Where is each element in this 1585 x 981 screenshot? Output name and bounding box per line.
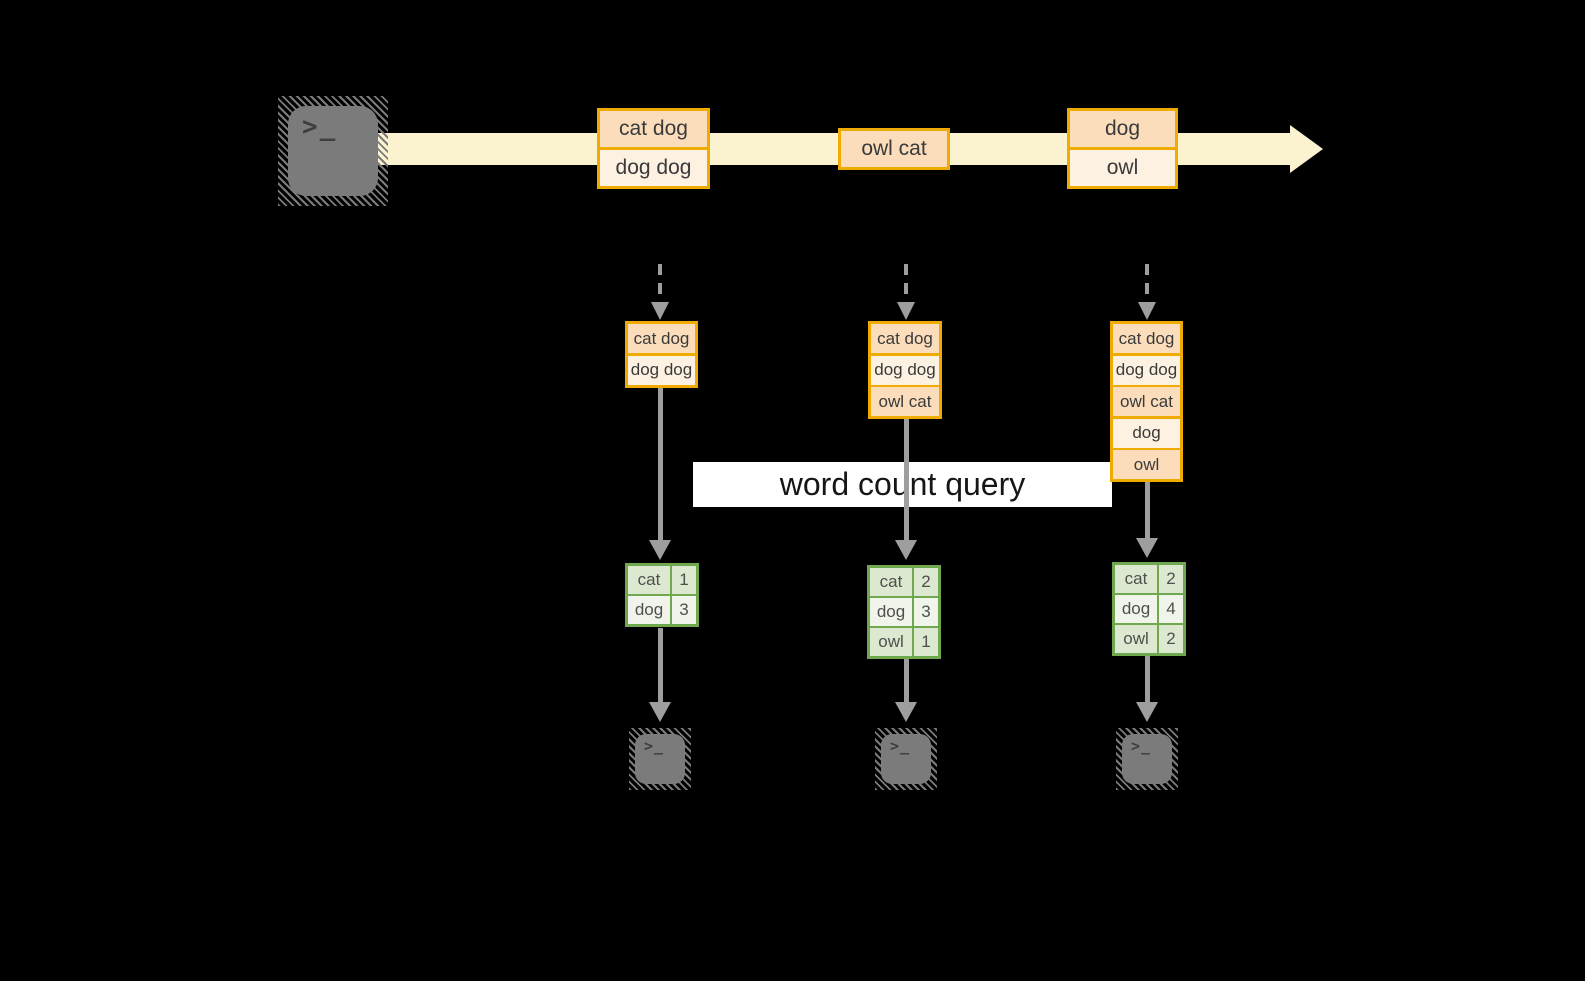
terminal-prompt-glyph: >_ bbox=[1131, 737, 1152, 755]
terminal-consumer-body: >_ bbox=[881, 734, 931, 784]
count-table-1: cat 1 dog 3 bbox=[625, 563, 699, 627]
ingest-arrow-line bbox=[658, 264, 662, 302]
terminal-producer-body: >_ bbox=[288, 106, 378, 196]
terminal-prompt-glyph: >_ bbox=[302, 112, 338, 142]
count-value-cell: 4 bbox=[1159, 595, 1183, 623]
ingest-arrow-line bbox=[1145, 264, 1149, 302]
result-arrowhead-icon bbox=[1136, 702, 1158, 722]
query-arrowhead-icon bbox=[895, 540, 917, 560]
query-arrow-line bbox=[904, 419, 909, 542]
query-arrow-line bbox=[658, 387, 663, 542]
ingest-arrow-line bbox=[904, 264, 908, 302]
result-arrow-line bbox=[904, 659, 909, 704]
result-arrow-line bbox=[1145, 656, 1150, 704]
count-word-cell: cat bbox=[628, 566, 670, 594]
terminal-prompt-glyph: >_ bbox=[890, 737, 911, 755]
terminal-prompt-glyph: >_ bbox=[644, 737, 665, 755]
query-band: word count query bbox=[693, 462, 1112, 507]
stream-message-batch-3: dog owl bbox=[1067, 108, 1178, 189]
stream-message-row: dog dog bbox=[600, 150, 707, 186]
count-word-cell: cat bbox=[870, 568, 912, 596]
count-value-cell: 2 bbox=[1159, 565, 1183, 593]
result-arrowhead-icon bbox=[649, 702, 671, 722]
state-row: cat dog bbox=[628, 324, 695, 353]
stream-message-row: owl bbox=[1070, 150, 1175, 186]
state-row: dog dog bbox=[1113, 355, 1180, 385]
count-word-cell: cat bbox=[1115, 565, 1157, 593]
state-row: owl cat bbox=[1113, 387, 1180, 416]
count-table-2: cat 2 dog 3 owl 1 bbox=[867, 565, 941, 659]
state-row: dog bbox=[1113, 418, 1180, 448]
state-box-3: cat dog dog dog owl cat dog owl bbox=[1110, 321, 1183, 482]
terminal-consumer-body: >_ bbox=[635, 734, 685, 784]
stream-message-row: owl cat bbox=[841, 131, 947, 167]
count-word-cell: owl bbox=[1115, 625, 1157, 653]
stream-message-row: cat dog bbox=[600, 111, 707, 147]
count-value-cell: 3 bbox=[914, 598, 938, 626]
query-arrowhead-icon bbox=[649, 540, 671, 560]
count-word-cell: owl bbox=[870, 628, 912, 656]
state-box-2: cat dog dog dog owl cat bbox=[868, 321, 942, 419]
count-word-cell: dog bbox=[628, 596, 670, 624]
stream-message-row: dog bbox=[1070, 111, 1175, 147]
state-row: cat dog bbox=[871, 324, 939, 353]
ingest-arrowhead-icon bbox=[1138, 302, 1156, 320]
count-value-cell: 2 bbox=[914, 568, 938, 596]
state-row: owl bbox=[1113, 450, 1180, 479]
result-arrowhead-icon bbox=[895, 702, 917, 722]
query-arrowhead-icon bbox=[1136, 538, 1158, 558]
terminal-consumer-body: >_ bbox=[1122, 734, 1172, 784]
terminal-consumer-icon: >_ bbox=[1116, 728, 1178, 790]
stream-timeline-arrowhead-icon bbox=[1290, 125, 1323, 173]
query-label: word count query bbox=[779, 466, 1026, 502]
state-row: owl cat bbox=[871, 387, 939, 416]
stream-message-batch-2: owl cat bbox=[838, 128, 950, 170]
count-value-cell: 2 bbox=[1159, 625, 1183, 653]
ingest-arrowhead-icon bbox=[897, 302, 915, 320]
stream-message-batch-1: cat dog dog dog bbox=[597, 108, 710, 189]
state-row: dog dog bbox=[628, 355, 695, 385]
state-box-1: cat dog dog dog bbox=[625, 321, 698, 388]
query-arrow-line bbox=[1145, 482, 1150, 540]
count-word-cell: dog bbox=[1115, 595, 1157, 623]
count-value-cell: 1 bbox=[672, 566, 696, 594]
result-arrow-line bbox=[658, 628, 663, 704]
terminal-consumer-icon: >_ bbox=[629, 728, 691, 790]
state-row: dog dog bbox=[871, 355, 939, 385]
terminal-consumer-icon: >_ bbox=[875, 728, 937, 790]
terminal-producer-icon: >_ bbox=[278, 96, 388, 206]
count-value-cell: 1 bbox=[914, 628, 938, 656]
state-row: cat dog bbox=[1113, 324, 1180, 353]
ingest-arrowhead-icon bbox=[651, 302, 669, 320]
count-word-cell: dog bbox=[870, 598, 912, 626]
count-value-cell: 3 bbox=[672, 596, 696, 624]
count-table-3: cat 2 dog 4 owl 2 bbox=[1112, 562, 1186, 656]
